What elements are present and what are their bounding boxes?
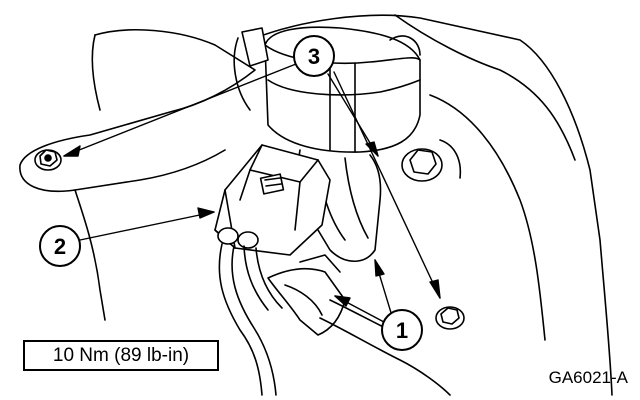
callout-1: 1 xyxy=(381,309,423,351)
housing-panel xyxy=(249,14,613,396)
callout-1-label: 1 xyxy=(396,318,408,343)
callout-2: 2 xyxy=(39,225,81,267)
callout-3-label: 3 xyxy=(308,44,320,69)
bracket-lower xyxy=(74,189,106,321)
bolt-upper-right xyxy=(401,139,462,182)
housing-panel-edge xyxy=(394,14,576,161)
bracket-edge xyxy=(91,34,101,111)
housing-inner-line xyxy=(429,94,546,341)
torque-spec-label: 10 Nm (89 lb-in) xyxy=(52,344,190,366)
mounting-bracket xyxy=(19,29,256,192)
callout-3: 3 xyxy=(293,35,335,77)
electrical-connector xyxy=(214,144,331,256)
wiring-harness xyxy=(218,243,451,396)
bolt-left xyxy=(34,149,62,171)
bolt-lower-right xyxy=(435,306,465,330)
leader-lines xyxy=(63,63,441,323)
figure-id-label: GA6021-A xyxy=(548,368,628,387)
torque-spec-box: 10 Nm (89 lb-in) xyxy=(23,340,219,371)
callout-2-label: 2 xyxy=(54,234,66,259)
